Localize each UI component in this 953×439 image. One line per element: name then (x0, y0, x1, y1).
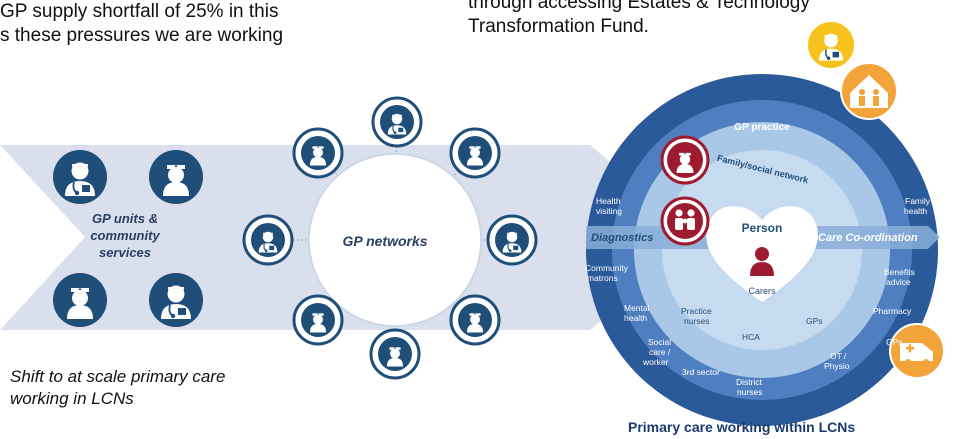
gp-unit-nurse-icon-1 (149, 150, 203, 204)
mental-health-label-2: health (624, 313, 647, 323)
gp-unit-doctor-icon-2 (149, 273, 203, 327)
network-nurse-icon-bottom (369, 328, 421, 380)
family-health-label-1: Family (905, 196, 931, 206)
family-network-nurse-icon (660, 135, 710, 185)
district-nurses-label-2: nurses (737, 387, 763, 397)
gp-unit-doctor-icon-1 (53, 150, 107, 204)
intro-paragraph-right: through accessing Estates & Technology T… (468, 0, 810, 39)
community-matrons-label-1: Community (585, 263, 629, 273)
gps-inner-label: GPs (806, 316, 823, 326)
gp-networks-circle (308, 153, 482, 327)
social-care-label-1: Social (648, 337, 671, 347)
district-nurses-label-1: District (736, 377, 763, 387)
network-nurse-icon-topleft (292, 127, 344, 179)
inner-ring-labels: Practice nurses HCA GPs (681, 306, 823, 342)
left-caption: Shift to at scale primary care working i… (10, 366, 225, 410)
network-nurse-icon-bottomleft (292, 294, 344, 346)
social-care-label-3: worker (642, 357, 669, 367)
network-nurse-icon-bottomright (449, 294, 501, 346)
intro-left-line-2: s these pressures we are working (0, 25, 284, 46)
ot-physio-label-2: Physio (824, 361, 850, 371)
family-health-label-2: health (904, 206, 927, 216)
diagnostics-label: Diagnostics (591, 232, 653, 244)
ambulance-icon (889, 323, 945, 379)
gp-networks-label: GP networks (342, 233, 428, 249)
intro-right-line-2: Transformation Fund. (468, 16, 649, 37)
right-caption: Primary care working within LCNs (628, 419, 856, 435)
family-group-icon (660, 196, 710, 246)
outer-ring-labels: Health visiting Community matrons Mental… (585, 196, 931, 397)
intro-paragraph-left: GP supply shortfall of 25% in this s the… (0, 0, 283, 48)
network-doctor-icon-top (371, 96, 423, 148)
hca-label: HCA (742, 332, 760, 342)
mental-health-label-1: Mental (624, 303, 650, 313)
gp-practice-label: GP practice (734, 122, 790, 133)
care-coordination-label: Care Co-ordination (818, 232, 918, 244)
intro-left-line-1: GP supply shortfall of 25% in this (0, 1, 279, 22)
gp-units-line-2: community (90, 228, 160, 243)
network-doctor-icon-left (242, 214, 294, 266)
gp-unit-nurse-icon-2 (53, 273, 107, 327)
pharmacy-label: Pharmacy (873, 306, 912, 316)
home-family-icon (840, 62, 898, 120)
ot-physio-label-1: OT / (830, 351, 847, 361)
left-caption-line-1: Shift to at scale primary care (10, 367, 226, 386)
practice-nurses-label-1: Practice (681, 306, 712, 316)
network-nurse-icon-topright (449, 127, 501, 179)
community-matrons-label-2: matrons (587, 273, 618, 283)
gp-units-line-3: services (98, 245, 152, 260)
person-label: Person (742, 221, 783, 235)
gp-units-label: GP units & community services (60, 210, 190, 261)
health-visiting-label-2: visiting (596, 206, 622, 216)
left-caption-line-2: working in LCNs (10, 389, 134, 408)
person-heart-icon (706, 206, 818, 302)
benefits-advice-label-2: advice (886, 277, 911, 287)
carers-label: Carers (748, 286, 776, 296)
network-doctor-icon-right (486, 214, 538, 266)
social-care-label-2: care / (649, 347, 671, 357)
gps-outer-label: GPs (886, 337, 903, 347)
practice-nurses-label-2: nurses (684, 316, 710, 326)
benefits-advice-label-1: Benefits (884, 267, 915, 277)
intro-right-line-1: through accessing Estates & Technology (468, 0, 810, 13)
third-sector-label: 3rd sector (682, 367, 720, 377)
health-visiting-label-1: Health (596, 196, 621, 206)
doctor-badge-icon (806, 20, 856, 70)
gp-units-line-1: GP units & (92, 211, 158, 226)
